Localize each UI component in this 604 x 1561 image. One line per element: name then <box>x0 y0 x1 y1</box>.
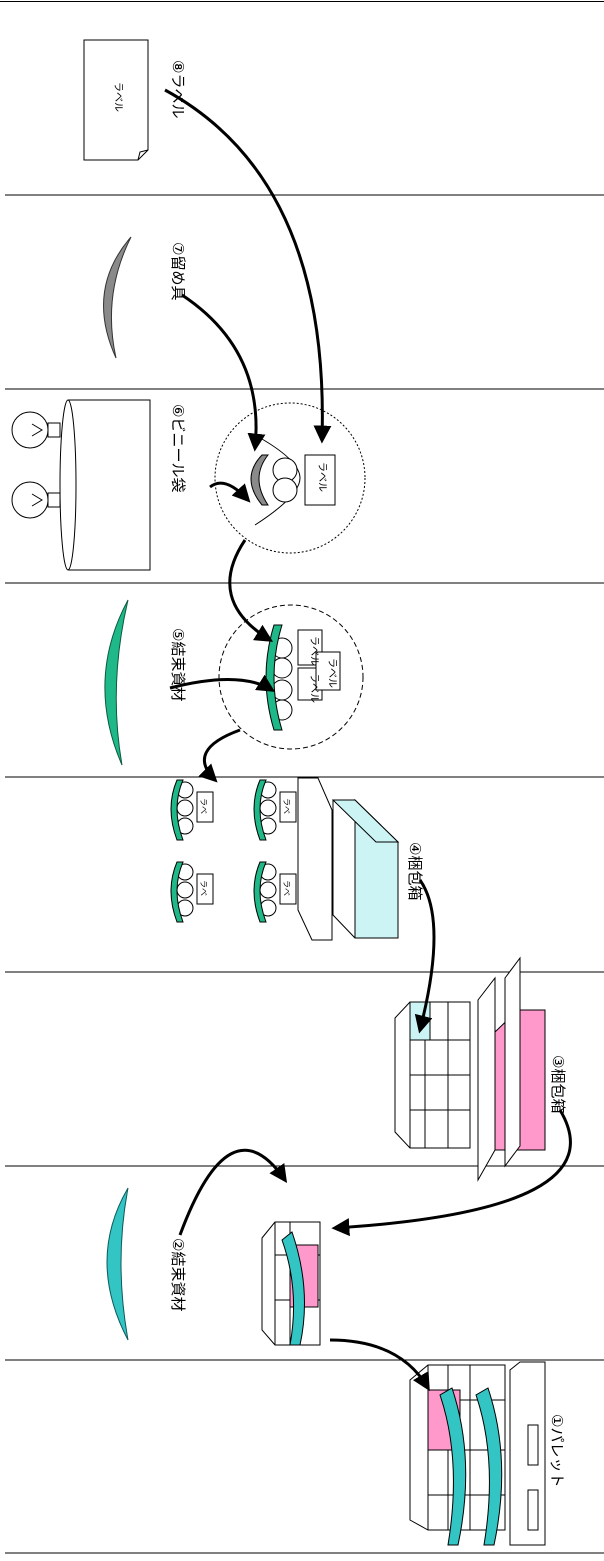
arrow-bundle-to-group <box>198 728 241 783</box>
binding-strip <box>253 861 267 923</box>
arrow-box4-to-box3 <box>414 879 436 1034</box>
binding-strip <box>253 779 267 841</box>
fastener-illustration <box>103 236 132 359</box>
bulb-icon <box>259 799 277 817</box>
bundles-group-illustration: ラべラべラべラべ <box>170 779 297 923</box>
arrow-label-to-bag <box>164 88 332 444</box>
arrow-box2-to-pallet <box>329 1338 430 1392</box>
mini-label-card <box>196 791 214 823</box>
bundle-cluster: ラべ <box>253 861 297 923</box>
label-card-illustration <box>83 39 149 161</box>
arrow-bag-label-to-bundle <box>209 481 251 503</box>
vinyl-bag-illustration <box>59 399 151 571</box>
packing-box-4-illustration <box>297 777 400 941</box>
arrow-bag-to-bundle <box>228 539 274 642</box>
mini-label-card <box>279 873 297 905</box>
binding-material-illustration <box>104 599 129 766</box>
arrow-fastener-to-bag <box>181 293 266 452</box>
bundle-label-text: ラベル <box>308 636 319 666</box>
mini-label-card <box>279 791 297 823</box>
pallet-assembly-illustration <box>409 1361 546 1546</box>
packing-box-3-illustration <box>394 956 546 1182</box>
binding-strip <box>170 779 184 841</box>
mini-label-text: ラべ <box>199 880 208 896</box>
step-label-label: ⑧ラベル <box>169 60 186 119</box>
step-label-binding-material-2: ②結束資材 <box>169 1238 186 1312</box>
mini-label-text: ラべ <box>282 798 291 814</box>
bag-label-text: ラベル <box>316 462 327 492</box>
mini-label-text: ラべ <box>282 880 291 896</box>
bulb-icon <box>11 411 61 449</box>
process-arrows <box>164 88 572 1392</box>
arrow-binding-to-bundle <box>169 674 276 692</box>
bundle-cluster: ラべ <box>170 779 214 841</box>
binding-strip <box>170 861 184 923</box>
bound-box-2-illustration <box>261 1221 321 1346</box>
step-label-packing-box-4: ④梱包箱 <box>406 842 423 901</box>
label-card-text: ラベル <box>112 82 123 112</box>
step-label-binding-material-5: ⑤結束資材 <box>169 628 186 702</box>
arrow-binding2-to-box2 <box>178 1148 288 1236</box>
bundle-label-text: ラベル <box>308 673 319 703</box>
bulb-icon <box>176 881 194 899</box>
step-label-vinyl-bag: ⑥ビニール袋 <box>169 404 186 493</box>
arrow-box3-to-box2 <box>331 1109 572 1237</box>
step-label-fastener: ⑦留め具 <box>169 242 186 301</box>
step-label-pallet: ①パレット <box>548 1414 565 1488</box>
bulb-icon <box>176 799 194 817</box>
binding-material-2-illustration <box>106 1187 129 1341</box>
step-label-packing-box-3: ③梱包箱 <box>549 1055 566 1114</box>
bundle-cluster: ラべ <box>170 861 214 923</box>
bulb-icon <box>11 481 61 519</box>
bound-bundle-illustration <box>218 604 364 750</box>
bundle-label-text: ラベル <box>326 658 337 688</box>
bagged-bundle-illustration <box>214 402 366 554</box>
mini-label-text: ラべ <box>199 798 208 814</box>
mini-label-card <box>196 873 214 905</box>
bulb-icon <box>259 881 277 899</box>
bundle-cluster: ラべ <box>253 779 297 841</box>
